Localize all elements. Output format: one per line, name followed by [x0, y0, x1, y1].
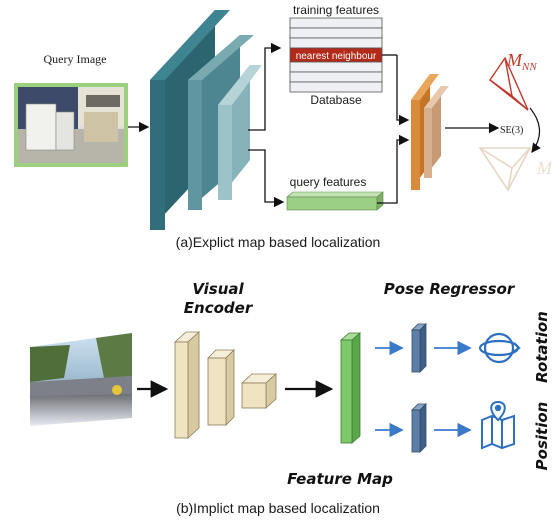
- visual-encoder-line1: Visual: [192, 280, 244, 298]
- query-image: [14, 83, 128, 167]
- position-icon: [481, 400, 515, 450]
- mnn-label: M: [506, 50, 523, 70]
- feature-map-label: Feature Map: [287, 470, 393, 488]
- feature-map-block: [339, 332, 362, 444]
- encoder-block-1: [173, 331, 201, 439]
- query-features-label: query features: [290, 175, 367, 189]
- caption-b: (b)Implict map based localization: [176, 500, 380, 516]
- m-label: M: [536, 158, 553, 178]
- database-stack: [289, 17, 383, 93]
- query-image-label: Query Image: [44, 52, 107, 66]
- visual-encoder-line2: Encoder: [184, 299, 254, 317]
- pose-regressor-label: Pose Regressor: [384, 280, 516, 298]
- caption-a: (a)Explict map based localization: [176, 234, 381, 250]
- rotation-label: Rotation: [533, 311, 551, 383]
- training-features-label: training features: [293, 3, 379, 17]
- encoder-block-3: [240, 373, 278, 409]
- se3-label: SE(3): [500, 125, 523, 136]
- encoder-block-2: [207, 349, 235, 426]
- mnn-subscript: NN: [521, 61, 537, 73]
- encoder-slab-3: [218, 65, 262, 200]
- nearest-neighbour-label: nearest neighbour: [296, 51, 377, 62]
- rotation-regressor-block: [411, 323, 427, 373]
- query-features-bar: [286, 191, 384, 211]
- database-label: Database: [310, 93, 362, 107]
- position-label: Position: [533, 402, 551, 471]
- pose-block-tan: [424, 86, 449, 178]
- camera-frustum-nn: [489, 56, 529, 111]
- position-regressor-block: [411, 403, 427, 453]
- road-image: [30, 333, 132, 426]
- camera-frustum-m: [478, 147, 532, 192]
- rotation-icon: [478, 332, 521, 364]
